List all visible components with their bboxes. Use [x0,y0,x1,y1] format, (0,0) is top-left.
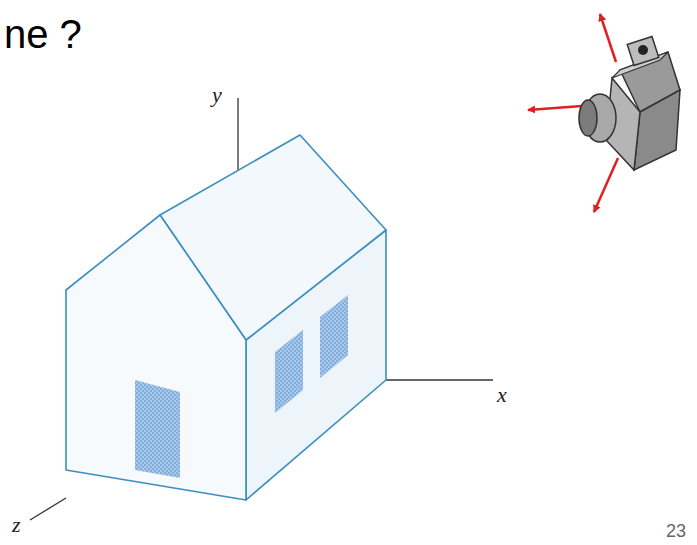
door [135,380,180,478]
camera [528,14,680,212]
window [275,330,303,413]
page-number: 23 [666,522,686,540]
axis-label: z [12,514,21,536]
window [320,295,348,378]
axis-label: x [497,384,507,406]
axis-label: y [212,84,222,106]
house [66,135,386,500]
axes [30,98,493,520]
title-fragment: ne ? [4,14,82,54]
